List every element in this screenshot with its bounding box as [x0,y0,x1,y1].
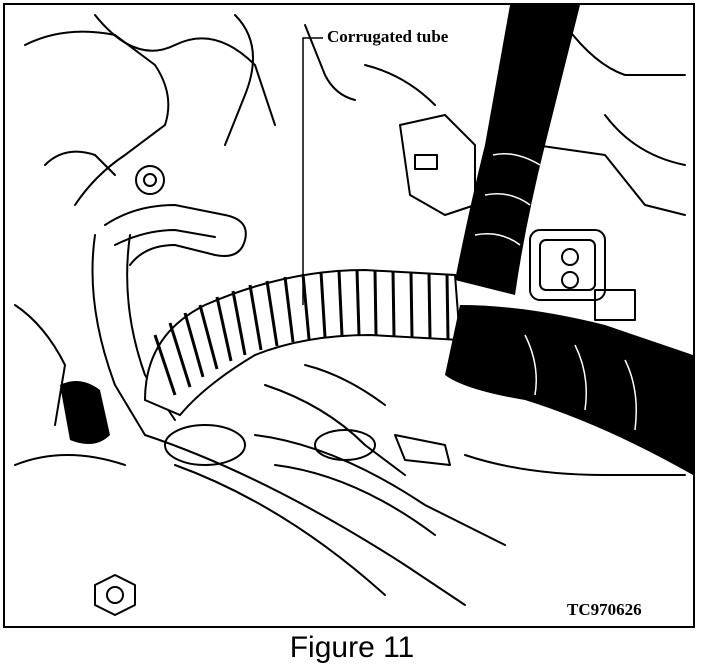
pipe-left [91,234,146,436]
callout-leader-line [302,37,323,305]
corrugated-tube [143,268,462,417]
bolt-icon [94,574,136,616]
figure-frame: Corrugated tube TC970626 [3,3,695,628]
pipe-upper [104,204,247,266]
black-hose-vertical [455,5,580,295]
figure-code: TC970626 [567,600,642,619]
clamp [394,434,451,466]
engine-outline-left [24,30,170,206]
figure-caption: Figure 11 [289,631,415,664]
callout-label-corrugated-tube: Corrugated tube [325,27,451,47]
engine-bay-illustration [14,5,693,616]
connector [529,229,636,321]
pipe-lower-2 [254,434,506,546]
black-hose-horizontal [445,305,693,475]
engine-outline-curve [94,14,276,126]
dark-hose-left [60,381,110,444]
pipe-lower-1 [144,434,466,606]
